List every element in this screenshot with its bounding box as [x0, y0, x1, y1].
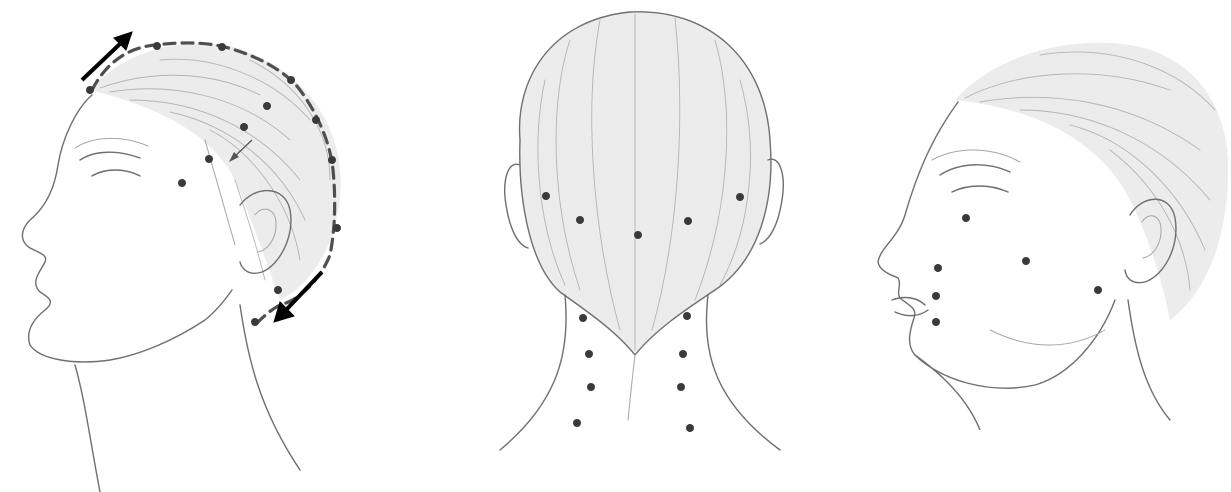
- side-eye: [80, 152, 140, 176]
- point: [962, 214, 970, 222]
- point: [240, 123, 248, 131]
- point: [677, 383, 685, 391]
- oblique-neck-front: [915, 355, 980, 430]
- oblique-neck-back: [1128, 300, 1170, 420]
- point: [86, 86, 94, 94]
- back-hair-shading: [520, 12, 771, 355]
- oblique-hair-shading: [955, 43, 1228, 320]
- back-neck-left: [500, 295, 566, 450]
- oblique-face-contour: [878, 102, 1115, 388]
- oblique-eye: [940, 165, 1010, 192]
- point: [684, 217, 692, 225]
- side-neck-back: [240, 305, 300, 470]
- oblique-view-panel: [870, 0, 1231, 430]
- back-neck-right: [707, 295, 780, 450]
- oblique-injection-points: [932, 214, 1102, 326]
- point: [932, 318, 940, 326]
- point: [153, 42, 161, 50]
- point: [634, 231, 642, 239]
- side-view-drawing: [0, 0, 360, 492]
- point: [587, 383, 595, 391]
- point: [579, 314, 587, 322]
- point: [683, 312, 691, 320]
- point: [932, 292, 940, 300]
- back-view-drawing: [490, 0, 790, 470]
- point: [263, 102, 271, 110]
- point: [287, 76, 295, 84]
- point: [218, 43, 226, 51]
- side-view-panel: [0, 0, 360, 492]
- point: [333, 224, 341, 232]
- point: [328, 156, 336, 164]
- point: [576, 216, 584, 224]
- point: [205, 155, 213, 163]
- oblique-mouth: [892, 298, 928, 316]
- oblique-view-drawing: [870, 0, 1231, 430]
- point: [251, 318, 259, 326]
- point: [736, 193, 744, 201]
- point: [312, 116, 320, 124]
- point: [679, 350, 687, 358]
- point: [542, 192, 550, 200]
- point: [1094, 286, 1102, 294]
- side-neck-front: [75, 365, 100, 492]
- point: [1022, 257, 1030, 265]
- point: [686, 424, 694, 432]
- point: [573, 419, 581, 427]
- point: [585, 350, 593, 358]
- point: [934, 264, 942, 272]
- back-view-panel: [490, 0, 790, 470]
- point: [274, 286, 282, 294]
- point: [178, 179, 186, 187]
